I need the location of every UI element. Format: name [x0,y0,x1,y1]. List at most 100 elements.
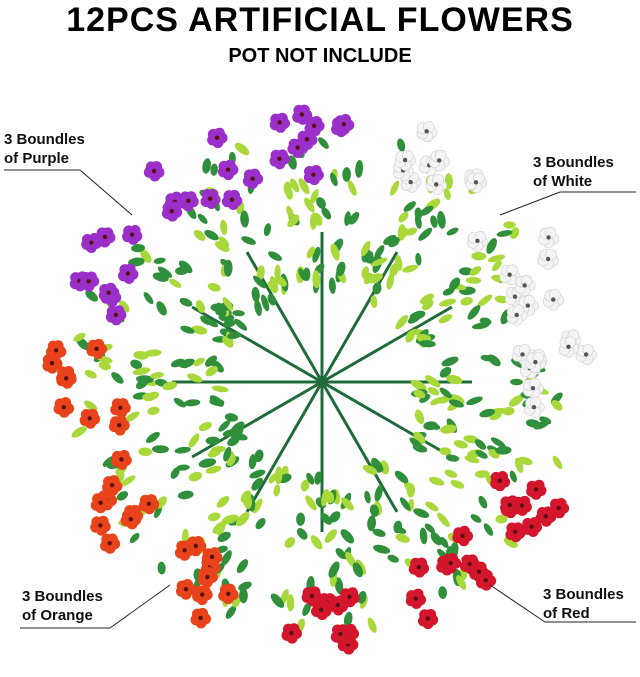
leaf [427,422,441,430]
flower [53,397,75,418]
flower [452,525,474,547]
flower [45,340,67,361]
leaf [438,586,448,599]
leaf [487,354,501,367]
leaf [370,257,388,267]
leaf [227,332,242,340]
flower [405,588,427,610]
leaf [98,361,111,371]
flower [221,189,243,211]
leaf [395,533,410,543]
flower [197,567,218,588]
leaf [328,561,340,578]
leaf [329,511,341,523]
stem [191,380,323,459]
leaf [195,300,206,313]
page-subtitle: POT NOT INCLUDE [228,45,412,67]
leaf [503,537,518,548]
leaf [204,229,219,241]
leaf [188,471,203,482]
leaf [397,138,406,152]
leaf [298,178,310,195]
leaf [205,365,218,377]
leaf [336,261,346,277]
leaf [321,207,332,220]
leaf [509,470,517,483]
leaf [496,230,513,237]
leaf [174,446,191,454]
leaf [256,265,265,281]
leaf [178,260,193,274]
leaf [304,197,315,213]
leaf [347,180,357,196]
leaf [157,561,166,575]
leaf [267,293,277,306]
leaf [446,227,459,236]
leaf [364,490,371,504]
flower [111,449,132,470]
leaf [85,290,98,302]
leaf [372,282,382,295]
leaf [238,581,252,591]
leaf [388,237,400,248]
leaf [370,295,378,308]
bouquet-purple [269,104,364,294]
leaf [216,496,230,508]
leaf [490,437,506,448]
flower [99,533,121,554]
leaf [198,421,212,432]
leaf [146,391,160,400]
leaf [403,201,416,212]
flower [514,274,536,297]
leaf [474,439,487,450]
leaf [193,357,205,367]
flower [467,231,489,252]
leaf [492,260,502,272]
leaf [413,508,430,518]
leaf [116,491,129,501]
leaf [430,532,442,546]
leaf [140,249,152,263]
leaf [286,594,295,612]
flower [549,498,570,519]
callout-lines [4,169,636,629]
leaf [169,278,182,288]
page-title: 12PCS ARTIFICIAL FLOWERS [66,1,574,39]
flower [408,557,430,578]
flower [269,149,290,170]
leaf [208,512,221,522]
leaf [395,314,409,330]
flower [138,494,160,515]
leaf [209,395,224,407]
leaf [177,490,194,500]
leaf [205,355,217,367]
leaf [335,548,346,559]
leaf [147,406,160,416]
flower [292,104,313,125]
leaf [156,301,167,316]
leaf [224,413,239,422]
flower [98,282,120,304]
flower [178,191,199,212]
flower [56,368,77,389]
leaf [251,477,263,491]
leaf [132,367,151,376]
leaf [248,454,257,470]
flower [490,470,511,492]
leaf [241,236,256,245]
leaf [329,172,338,187]
bouquet-white [410,329,597,430]
leaf [413,389,426,399]
orange-label: 3 Boundles of Orange [22,587,103,625]
leaf [502,406,515,416]
leaf [223,446,232,462]
leaf [361,240,371,256]
bouquet-purple [69,225,248,348]
flower [333,113,355,135]
leaf [275,275,287,287]
leaf [409,437,424,450]
leaf [403,481,414,493]
flower [522,377,544,399]
leaf [334,577,344,595]
leaf [383,234,397,245]
